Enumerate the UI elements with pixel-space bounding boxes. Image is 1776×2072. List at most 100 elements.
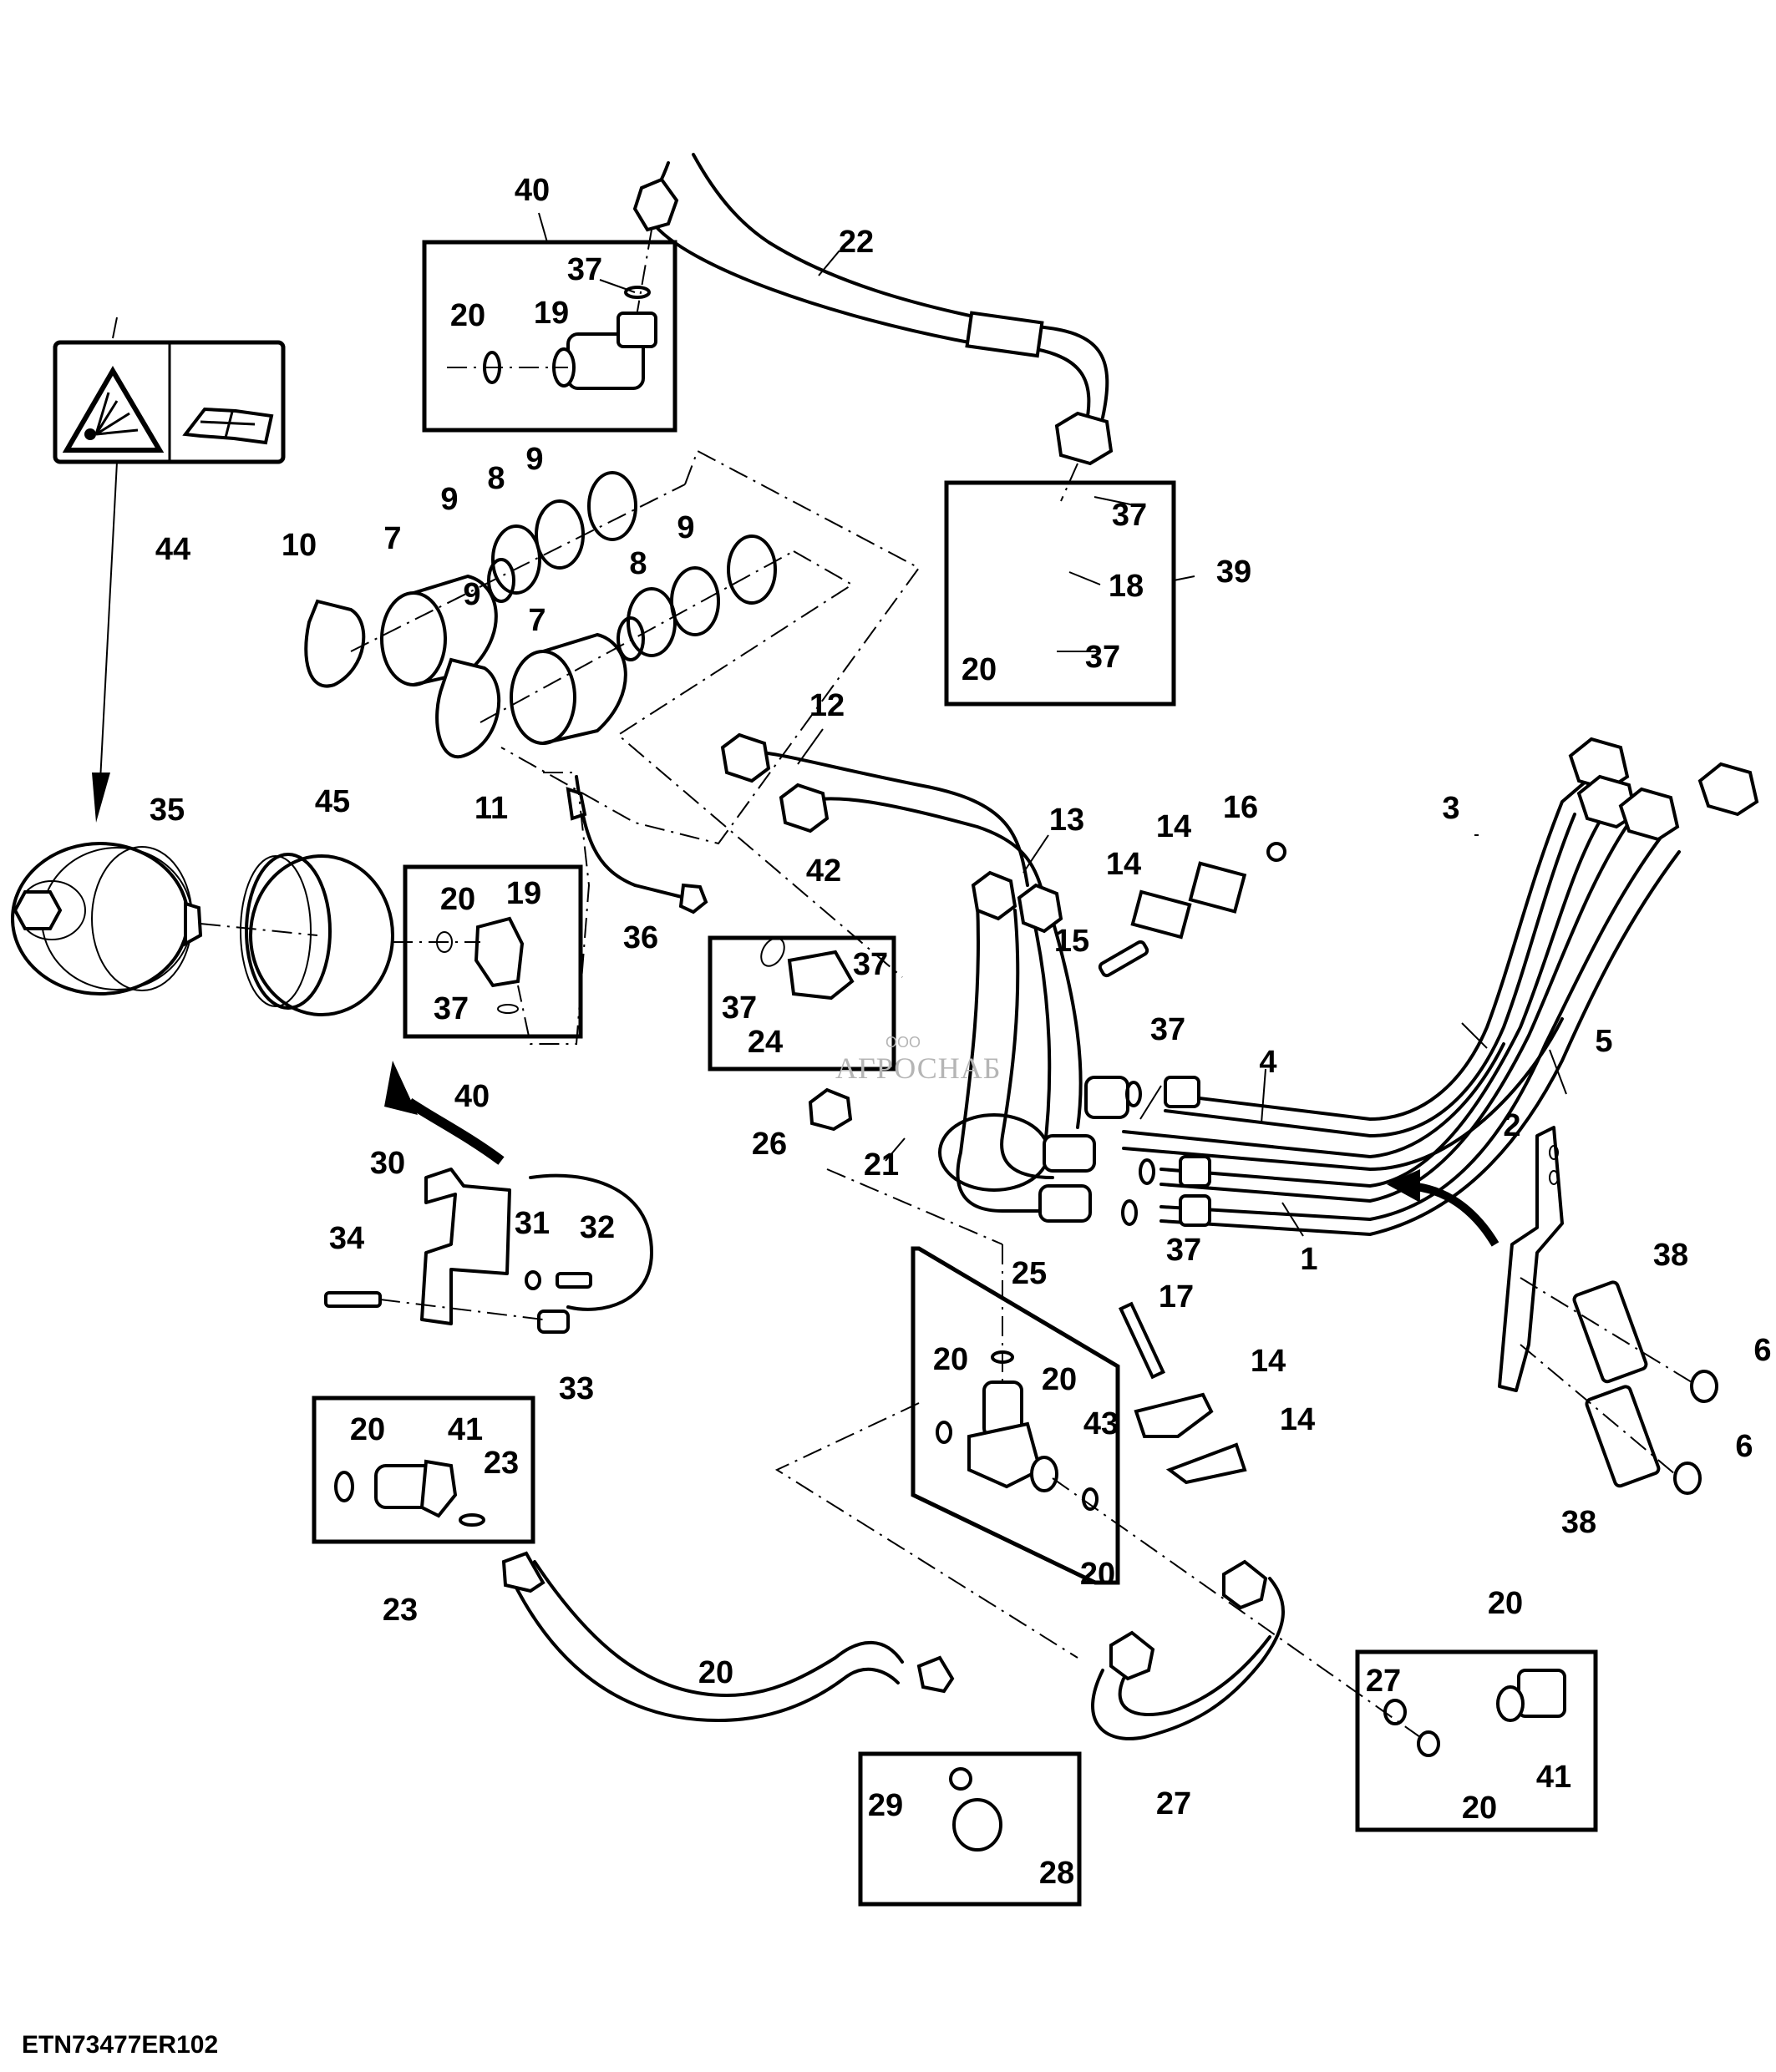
callout-24: 24 (747, 1025, 784, 1060)
figure-id: ETN73477ER102 (22, 2031, 219, 2059)
callout-7: 7 (383, 521, 402, 556)
callout-42: 42 (805, 854, 842, 889)
retaining-rings (491, 471, 777, 657)
accumulator-35 (11, 842, 203, 995)
callout-9: 9 (677, 510, 695, 545)
callout-27: 27 (1155, 1786, 1192, 1821)
callout-22: 22 (838, 225, 875, 260)
callout-37: 37 (433, 991, 469, 1026)
tee-fitting-43 (967, 1380, 1058, 1492)
detail-box-23-left (312, 1396, 535, 1544)
callout-41: 41 (1535, 1760, 1572, 1795)
callout-25: 25 (1011, 1256, 1048, 1291)
callout-8: 8 (487, 461, 505, 496)
callout-14: 14 (1279, 1402, 1316, 1437)
callout-19: 19 (505, 876, 542, 911)
callout-20: 20 (449, 298, 486, 333)
callout-11: 11 (474, 791, 509, 826)
callout-37: 37 (852, 947, 889, 982)
callout-7: 7 (528, 603, 546, 638)
arrow-decal-to-accumulator (92, 461, 118, 823)
callout-34: 34 (328, 1221, 365, 1256)
callout-36: 36 (622, 920, 659, 955)
callout-30: 30 (369, 1146, 406, 1181)
callout-12: 12 (809, 688, 845, 723)
callout-20: 27 (1365, 1664, 1402, 1699)
callout-21: 21 (863, 1147, 900, 1183)
callout-23: 20 (1487, 1586, 1524, 1621)
callout-5: 5 (1595, 1024, 1613, 1059)
callout-9: 9 (525, 442, 544, 477)
callout-9: 9 (440, 482, 459, 517)
hose-clamp-28 (949, 1767, 1002, 1852)
watermark-prefix: ООО (885, 1034, 921, 1051)
callout-20: 20 (1041, 1362, 1078, 1397)
callout-20: 20 (961, 652, 997, 687)
detail-box-28-29 (858, 1751, 1082, 1907)
callout-13: 13 (1048, 803, 1085, 838)
callout-39: 39 (1215, 555, 1252, 590)
detail-box-39 (944, 480, 1176, 707)
callout-45: 45 (314, 784, 351, 819)
ring-45 (240, 853, 394, 1016)
callout-23: 23 (382, 1593, 419, 1628)
decal-44 (53, 340, 286, 464)
callout-14: 14 (1105, 847, 1142, 882)
callout-18: 18 (1108, 569, 1144, 604)
callout-31: 31 (514, 1206, 551, 1241)
callout-2: 2 (1503, 1108, 1521, 1143)
callout-28: 28 (1038, 1856, 1075, 1891)
callout-14: 14 (1155, 809, 1192, 844)
callout-27: 20 (698, 1655, 734, 1690)
leader-lines (538, 212, 1567, 1237)
callout-43: 43 (1083, 1406, 1119, 1441)
callout-3: 3 (1442, 791, 1460, 826)
detail-box-40-top (422, 240, 677, 433)
callout-14: 14 (1250, 1344, 1286, 1379)
callout-6: 6 (1753, 1333, 1772, 1368)
explosion-warning-icon (62, 366, 165, 453)
callout-38: 38 (1560, 1505, 1597, 1540)
callout-29: 29 (867, 1788, 904, 1823)
sensor-41-left (334, 1459, 485, 1527)
callout-41: 41 (447, 1412, 484, 1447)
callout-19: 19 (533, 296, 570, 331)
callout-40: 40 (454, 1079, 490, 1114)
callout-35: 35 (149, 793, 185, 828)
callout-20: 20 (1461, 1791, 1498, 1826)
callout-20: 20 (439, 882, 476, 917)
callout-44: 44 (155, 532, 191, 567)
detail-box-25 (911, 1246, 1120, 1585)
callout-37: 37 (1111, 498, 1148, 533)
service-manual-icon (182, 407, 274, 445)
dust-cap-10 (304, 599, 366, 688)
callout-8: 8 (629, 546, 647, 581)
callout-37: 37 (1165, 1233, 1202, 1268)
callout-40: 40 (514, 173, 551, 208)
callout-9: 9 (463, 577, 481, 612)
callout-20: 20 (932, 1342, 969, 1377)
callout-4: 4 (1259, 1045, 1277, 1080)
callout-1: 1 (1300, 1242, 1318, 1277)
callout-37: 37 (721, 990, 758, 1026)
callout-17: 17 (1158, 1279, 1195, 1315)
callout-32: 32 (579, 1210, 616, 1245)
callout-20: 20 (1079, 1557, 1116, 1592)
callout-38: 38 (1652, 1238, 1689, 1273)
callout-33: 33 (558, 1371, 595, 1406)
callout-37: 37 (566, 252, 603, 287)
detail-box-23-right (1355, 1649, 1598, 1832)
sensor-41-right (1383, 1669, 1566, 1757)
detail-box-40-left (403, 864, 583, 1039)
callout-10: 10 (281, 528, 317, 563)
callout-20: 20 (349, 1412, 386, 1447)
fitting-19-left (436, 916, 525, 1014)
coupler-7-upper (380, 558, 515, 686)
callout-20: 23 (483, 1446, 520, 1481)
callout-26: 26 (751, 1127, 788, 1162)
callout-16: 16 (1222, 790, 1259, 825)
callout-37: 37 (1149, 1012, 1186, 1047)
watermark-brand: АГРОСНАБ (835, 1051, 1002, 1085)
callout-15: 15 (1053, 924, 1090, 959)
